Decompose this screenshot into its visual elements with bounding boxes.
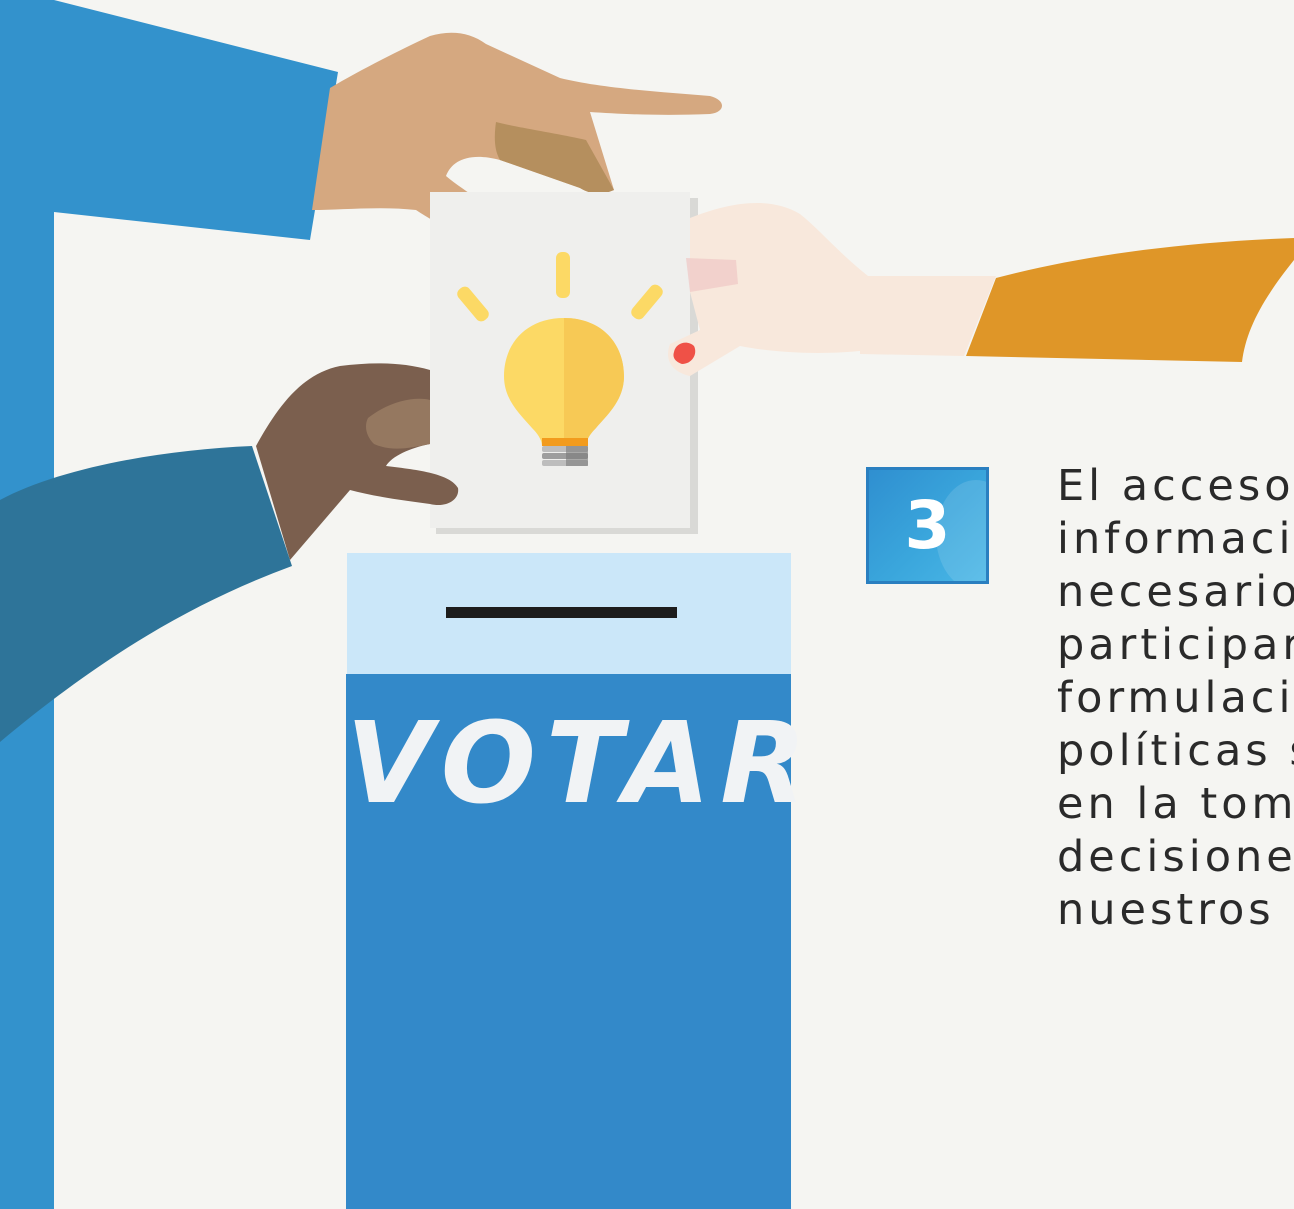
top-sleeve <box>0 0 338 240</box>
statement-line: nuestros <box>1057 885 1275 935</box>
statement-line: políticas s <box>1057 726 1294 776</box>
statement-line: participar <box>1057 620 1294 670</box>
lightbulb-icon <box>457 252 663 466</box>
dark-hand <box>256 363 459 560</box>
pointing-hand <box>312 32 722 252</box>
orange-sleeve <box>966 238 1294 362</box>
statement-line: informaci <box>1057 514 1294 564</box>
ballot-box-label: VOTAR <box>346 699 817 829</box>
top-sleeve-edge <box>0 0 54 212</box>
number-badge: 3 <box>866 467 989 584</box>
step-number: 3 <box>904 487 951 564</box>
statement-line: formulaci <box>1057 673 1294 723</box>
statement-line: en la tom <box>1057 779 1294 829</box>
statement-line: necesario <box>1057 567 1294 617</box>
dark-sleeve <box>0 446 292 742</box>
red-fingernail <box>673 342 696 364</box>
statement-line: decisione <box>1057 832 1294 882</box>
ballot-box-slot <box>446 607 677 618</box>
statement-text: El acceso informaci necesario participar… <box>1057 460 1294 937</box>
ballot-box-body <box>346 674 791 1209</box>
statement-line: El acceso <box>1057 461 1294 511</box>
right-hand <box>668 202 996 376</box>
